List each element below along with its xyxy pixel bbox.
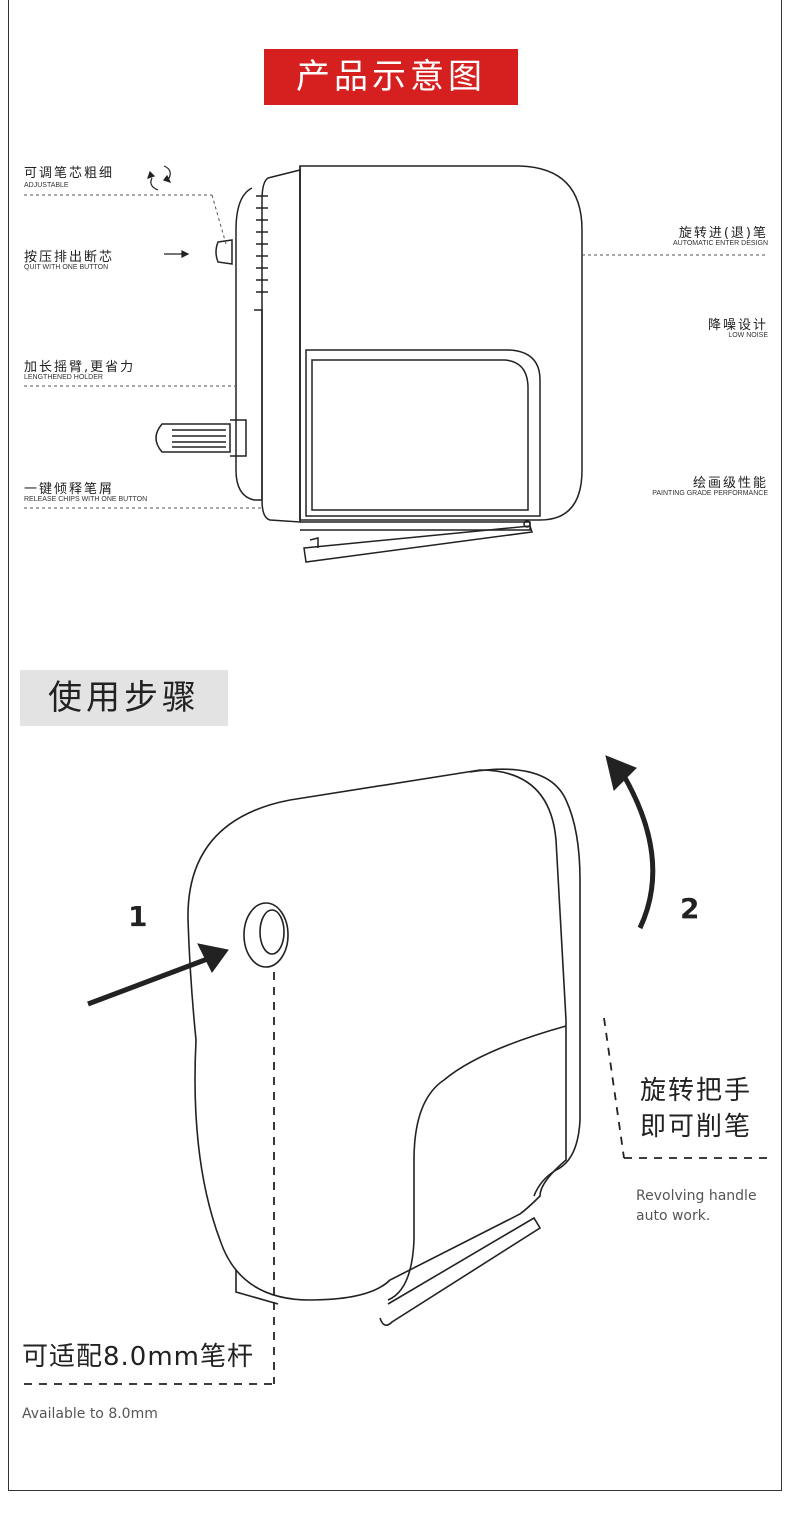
adapt-en-text: Available to 8.0mm [22, 1406, 158, 1422]
label-quit-en: QUIT WITH ONE BUTTON [24, 264, 109, 271]
rotate-en-line2: auto work. [636, 1208, 711, 1224]
step-1-number: 1 [128, 900, 148, 933]
label-holder-en: LENGTHENED HOLDER [24, 374, 103, 381]
label-holder: 加长摇臂,更省力 [24, 360, 136, 375]
page-frame [8, 0, 782, 1491]
label-adjustable-en: ADJUSTABLE [24, 182, 69, 189]
label-quit: 按压排出断芯 [24, 250, 115, 265]
label-auto-en: AUTOMATIC ENTER DESIGN [672, 240, 768, 247]
rotate-icon [147, 165, 172, 191]
rotate-en-line1: Revolving handle [636, 1188, 757, 1204]
usage-steps-title: 使用步骤 [20, 670, 228, 726]
push-arrow-icon [87, 943, 229, 1007]
sharpener-side-view [24, 165, 768, 563]
label-noise-en: LOW NOISE [728, 332, 768, 339]
rotate-text-line1: 旋转把手 [640, 1076, 753, 1106]
rotate-text-line2: 即可削笔 [640, 1112, 753, 1142]
label-painting: 绘画级性能 [692, 476, 768, 491]
label-release-en: RELEASE CHIPS WITH ONE BUTTON [24, 496, 148, 503]
label-auto: 旋转进(退)笔 [678, 226, 768, 241]
label-noise: 降噪设计 [707, 318, 768, 333]
step-2-number: 2 [680, 892, 700, 925]
adapt-text: 可适配8.0mm笔杆 [22, 1342, 255, 1372]
arrow-right-icon [164, 250, 190, 258]
label-release: 一键倾释笔屑 [24, 482, 115, 497]
label-adjustable: 可调笔芯粗细 [24, 166, 115, 181]
product-diagram-title: 产品示意图 [264, 49, 518, 105]
label-painting-en: PAINTING GRADE PERFORMANCE [652, 490, 768, 497]
curved-arrow-icon [605, 755, 656, 930]
